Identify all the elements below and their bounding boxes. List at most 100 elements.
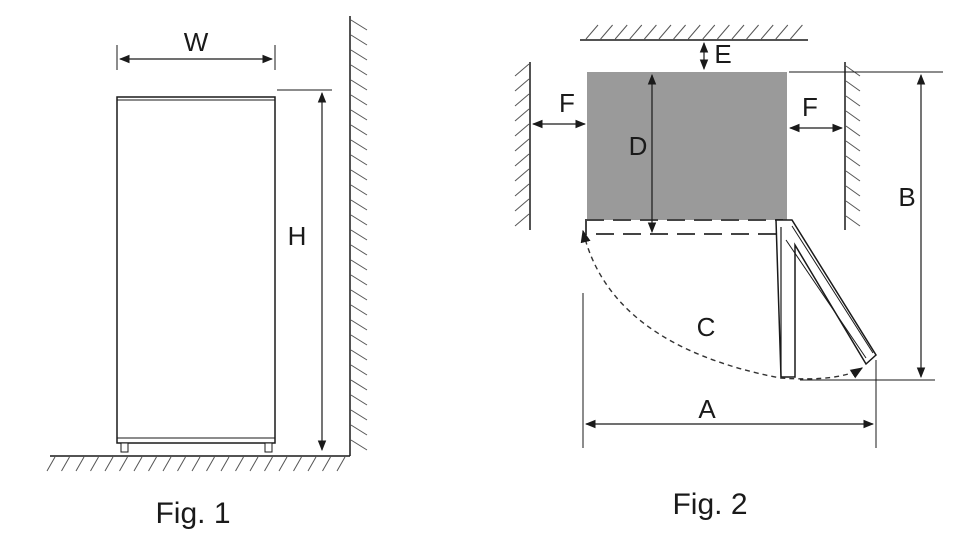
hatch-mark [585,24,599,40]
hatch-mark [350,124,368,136]
fig1-height-dimension: H [277,89,332,452]
hatch-mark [514,168,530,182]
label-a: A [698,394,716,424]
hatch-mark [845,125,861,137]
hatch-mark [746,24,759,40]
hatch-mark [614,24,628,40]
fig1-wall [349,16,368,456]
label-d: D [629,131,648,161]
hatch-mark [336,456,346,472]
hatch-mark [350,214,368,226]
hatch-mark [658,24,672,40]
hatch-mark [162,456,172,472]
hatch-mark [133,456,143,472]
hatch-mark [350,34,368,46]
hatch-mark [278,456,288,472]
hatch-mark [350,424,368,436]
label-f-right: F [802,92,818,122]
hatch-mark [514,198,530,212]
fig2-right-wall [844,62,861,230]
hatch-mark [350,109,368,121]
fig2-door-swing-dimension: C [580,229,864,380]
hatch-mark [61,456,70,472]
hatch-mark [845,80,861,92]
hatch-mark [235,456,244,472]
hatch-mark [845,155,861,167]
hatch-mark [514,108,530,122]
hatch-mark [350,64,368,76]
hatch-mark [350,259,368,271]
hatch-mark [629,24,643,40]
hatch-mark [322,456,331,472]
fig2-open-door [775,219,877,378]
hatch-mark [673,24,686,40]
hatch-mark [514,183,530,197]
label-b: B [898,182,915,212]
hatch-mark [514,78,530,92]
hatch-mark [307,456,317,472]
label-w: W [184,27,209,57]
hatch-mark [264,456,273,472]
hatch-mark [845,185,861,197]
hatch-mark [514,123,530,137]
hatch-mark [293,456,302,472]
hatch-mark [845,140,861,152]
hatch-mark [514,138,530,152]
fig2-total-depth-dimension: B [789,71,943,381]
hatch-mark [350,49,368,61]
hatch-mark [845,95,861,107]
hatch-mark [845,215,861,227]
fig2-left-wall [514,62,531,230]
hatch-mark [775,24,789,40]
hatch-mark [350,19,368,31]
hatch-mark [350,169,368,181]
hatch-mark [249,456,259,472]
hatch-mark [350,94,368,106]
figure-1: W H Fig. 1 [46,16,368,530]
hatch-mark [119,456,128,472]
fig2-caption: Fig. 2 [672,488,747,521]
hatch-mark [350,379,368,391]
hatch-mark [702,24,716,40]
hatch-mark [350,394,368,406]
hatch-mark [206,456,215,472]
hatch-mark [687,24,701,40]
figure-2: C E D F F B [514,24,943,521]
fig1-floor [46,455,350,472]
label-c: C [697,312,716,342]
hatch-mark [350,199,368,211]
hatch-mark [514,93,530,107]
hatch-mark [790,24,803,40]
fig1-width-dimension: W [116,27,276,70]
fig2-fridge-body [587,72,787,220]
fig2-left-clearance-dimension: F [531,88,587,129]
hatch-mark [350,304,368,316]
label-f-left: F [559,88,575,118]
hatch-mark [350,154,368,166]
fig2-door-closed-outline [585,219,783,235]
hatch-mark [350,289,368,301]
fig2-rear-clearance-dimension: E [699,39,732,71]
hatch-mark [75,456,85,472]
hatch-mark [104,456,114,472]
hatch-mark [90,456,99,472]
hatch-mark [644,24,657,40]
fig1-fridge [116,96,276,453]
fig2-depth-dimension: D [629,73,657,234]
hatch-mark [717,24,730,40]
hatch-mark [177,456,186,472]
hatch-mark [350,334,368,346]
fig2-rear-wall [580,24,808,41]
hatch-mark [514,213,530,227]
hatch-mark [350,349,368,361]
hatch-mark [350,244,368,256]
hatch-mark [845,65,861,77]
hatch-mark [350,79,368,91]
hatch-mark [350,439,368,451]
fig2-total-width-dimension: A [582,293,877,448]
hatch-mark [600,24,613,40]
label-e: E [714,39,731,69]
hatch-mark [845,170,861,182]
hatch-mark [191,456,201,472]
